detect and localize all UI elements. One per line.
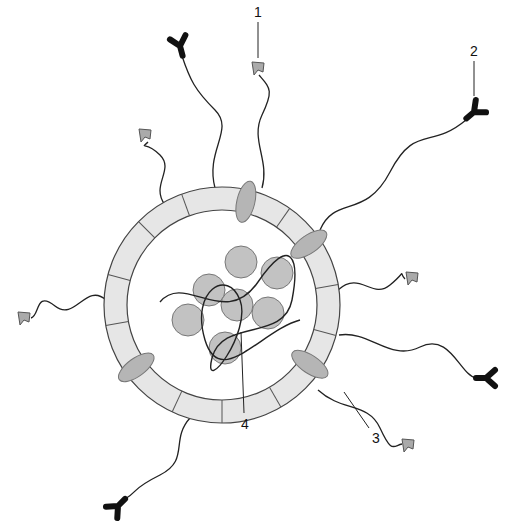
callout-number: 1 xyxy=(254,5,262,19)
tether-chains xyxy=(31,56,476,499)
membrane-band xyxy=(104,179,340,423)
nucleic-strand xyxy=(160,255,300,370)
callout-number: 2 xyxy=(470,44,478,58)
ligand-symbol xyxy=(18,62,418,452)
membrane-protein xyxy=(114,179,332,387)
callout-number: 4 xyxy=(241,417,249,431)
antibody-symbol xyxy=(106,35,495,518)
leader-lines xyxy=(241,22,474,428)
callout-number: 3 xyxy=(372,431,380,445)
